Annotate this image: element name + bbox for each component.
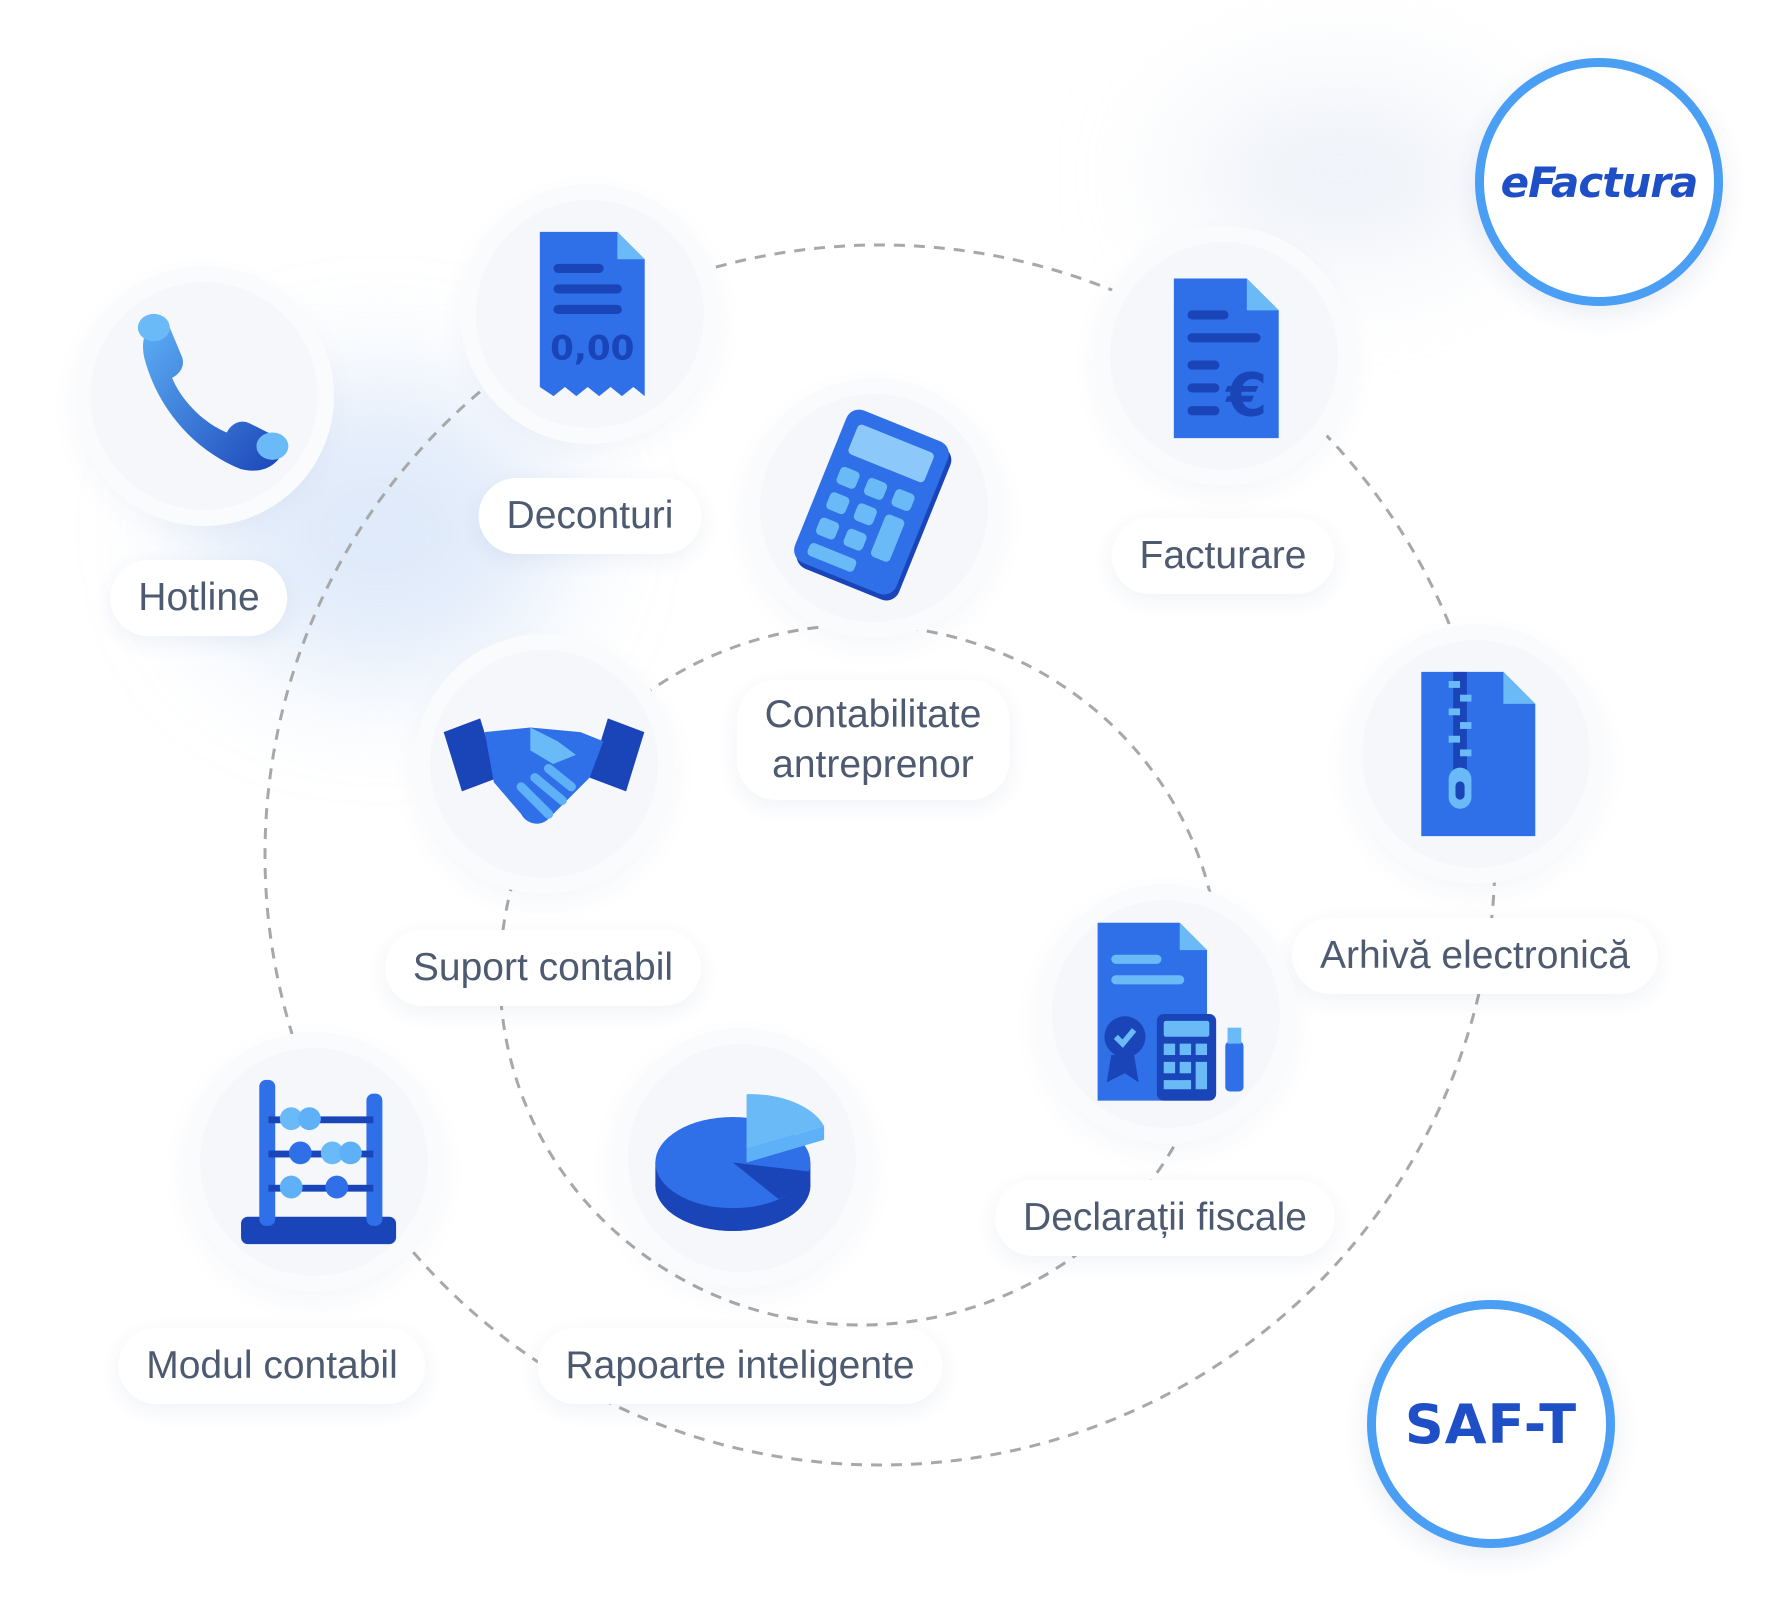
euro-invoice-icon: €	[1173, 278, 1279, 439]
deconturi-node[interactable]: 0,00	[476, 200, 704, 428]
facturare-node[interactable]: €	[1110, 242, 1338, 470]
contabilitate-label-line2: antreprenor	[772, 743, 974, 786]
handshake-icon	[443, 718, 645, 824]
phone-icon	[137, 313, 289, 471]
suport-label[interactable]: Suport contabil	[384, 930, 702, 1006]
contabilitate-label-line1: Contabilitate	[764, 693, 982, 736]
arhiva-node[interactable]	[1362, 640, 1590, 868]
declaratii-node[interactable]	[1052, 900, 1280, 1128]
efactura-logo-text: eFactura	[1500, 157, 1699, 207]
suport-node[interactable]	[430, 650, 658, 878]
saft-logo-text: SAF-T	[1404, 1392, 1578, 1456]
contabilitate-label[interactable]: Contabilitate antreprenor	[736, 680, 1010, 800]
rapoarte-node[interactable]	[628, 1044, 856, 1272]
pie-chart-icon	[655, 1094, 825, 1231]
modul-label[interactable]: Modul contabil	[118, 1328, 426, 1404]
facturare-label[interactable]: Facturare	[1111, 518, 1335, 594]
receipt-icon: 0,00	[539, 231, 645, 397]
efactura-badge[interactable]: eFactura	[1475, 58, 1723, 306]
receipt-amount: 0,00	[550, 329, 634, 369]
modul-node[interactable]	[200, 1048, 428, 1276]
zip-archive-icon	[1421, 671, 1536, 837]
saft-badge[interactable]: SAF-T	[1367, 1300, 1615, 1548]
hotline-node[interactable]	[90, 282, 318, 510]
background-glow-top-right	[1180, 90, 1500, 260]
rapoarte-label[interactable]: Rapoarte inteligente	[537, 1328, 943, 1404]
hotline-label[interactable]: Hotline	[110, 560, 288, 636]
arhiva-label[interactable]: Arhivă electronică	[1292, 918, 1658, 994]
contabilitate-node[interactable]	[760, 394, 988, 622]
tax-declaration-icon	[1097, 922, 1244, 1101]
declaratii-label[interactable]: Declarații fiscale	[995, 1180, 1335, 1256]
calculator-icon	[794, 409, 952, 601]
abacus-icon	[241, 1079, 397, 1245]
svg-text:€: €	[1224, 360, 1267, 429]
deconturi-label[interactable]: Deconturi	[478, 478, 702, 554]
